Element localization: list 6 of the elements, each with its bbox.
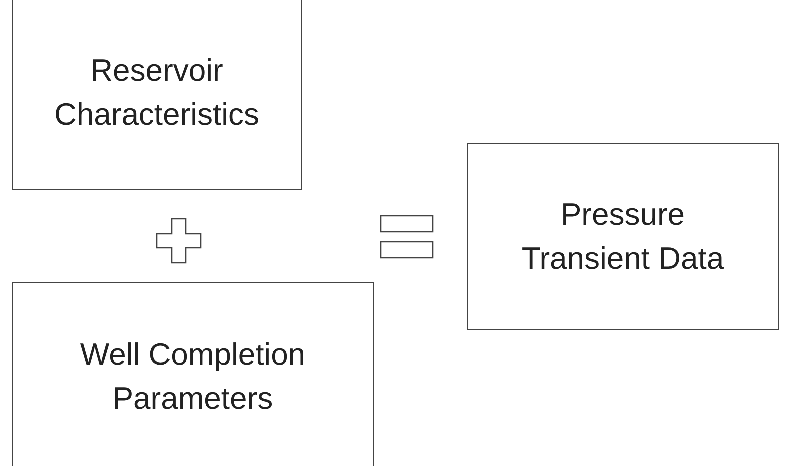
box-label: Pressure Transient Data [520, 196, 726, 278]
box-label: Well Completion Parameters [79, 336, 307, 418]
box-label: Reservoir Characteristics [54, 52, 260, 134]
process-box [12, 282, 374, 466]
process-box [467, 143, 779, 330]
process-box [12, 0, 302, 190]
